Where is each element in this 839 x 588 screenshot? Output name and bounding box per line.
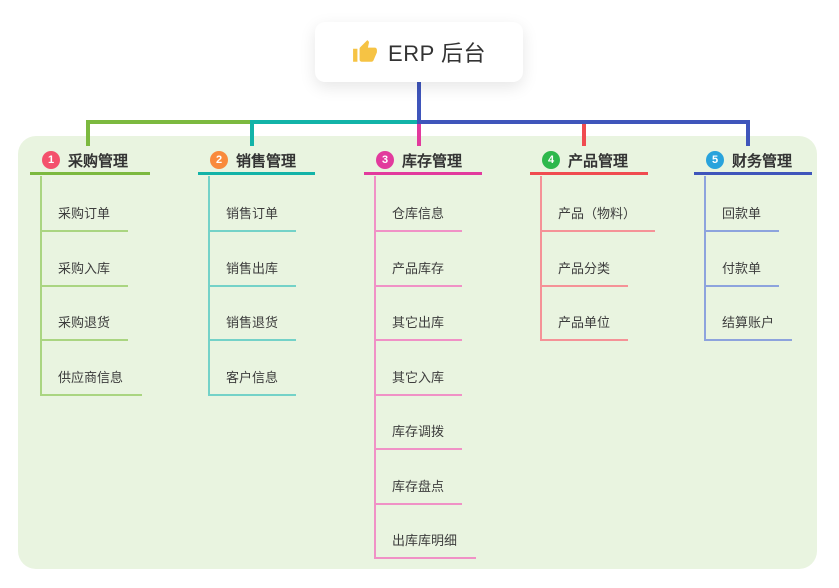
child-underline [208, 230, 296, 232]
child-node[interactable]: 销售退货 [226, 315, 279, 330]
child-underline [374, 448, 462, 450]
child-node[interactable]: 回款单 [722, 206, 762, 221]
child-underline [208, 394, 296, 396]
child-node[interactable]: 采购退货 [58, 315, 111, 330]
branch-badge: 2 [210, 151, 228, 169]
child-underline [374, 230, 462, 232]
child-underline [374, 503, 462, 505]
child-node[interactable]: 供应商信息 [58, 370, 124, 385]
branch-node-5[interactable]: 5 财务管理 [694, 148, 812, 175]
branch-label: 采购管理 [68, 152, 129, 170]
child-node[interactable]: 其它入库 [392, 370, 445, 385]
branch-spine [374, 176, 376, 559]
child-underline [374, 394, 462, 396]
branch-badge: 1 [42, 151, 60, 169]
child-node[interactable]: 产品库存 [392, 261, 445, 276]
branch-node-1[interactable]: 1 采购管理 [30, 148, 150, 175]
branches-panel [18, 136, 817, 569]
thumbs-up-icon [352, 39, 378, 65]
child-node[interactable]: 采购入库 [58, 261, 111, 276]
branch-label: 库存管理 [402, 152, 463, 170]
branch-label: 产品管理 [568, 152, 629, 170]
child-underline [540, 339, 628, 341]
child-node[interactable]: 产品单位 [558, 315, 611, 330]
child-underline [374, 339, 462, 341]
branch-node-2[interactable]: 2 销售管理 [198, 148, 315, 175]
child-node[interactable]: 付款单 [722, 261, 762, 276]
branch-badge: 5 [706, 151, 724, 169]
child-node[interactable]: 产品（物料） [558, 206, 637, 221]
branch-label: 财务管理 [732, 152, 793, 170]
child-node[interactable]: 客户信息 [226, 370, 279, 385]
child-node[interactable]: 库存盘点 [392, 479, 445, 494]
branch-node-3[interactable]: 3 库存管理 [364, 148, 482, 175]
branch-spine [704, 176, 706, 341]
child-node[interactable]: 仓库信息 [392, 206, 445, 221]
branch-spine [540, 176, 542, 341]
root-node[interactable]: ERP 后台 [315, 22, 523, 82]
child-underline [208, 285, 296, 287]
child-underline [704, 285, 779, 287]
child-node[interactable]: 出库库明细 [392, 533, 458, 548]
root-node-label: ERP 后台 [388, 41, 486, 66]
child-underline [40, 394, 142, 396]
child-node[interactable]: 结算账户 [722, 315, 775, 330]
child-underline [374, 557, 476, 559]
child-underline [40, 285, 128, 287]
child-underline [540, 285, 628, 287]
child-underline [374, 285, 462, 287]
child-node[interactable]: 库存调拨 [392, 424, 445, 439]
child-underline [208, 339, 296, 341]
child-underline [40, 339, 128, 341]
child-node[interactable]: 采购订单 [58, 206, 111, 221]
child-underline [540, 230, 655, 232]
branch-node-4[interactable]: 4 产品管理 [530, 148, 648, 175]
child-node[interactable]: 产品分类 [558, 261, 611, 276]
child-underline [40, 230, 128, 232]
branch-label: 销售管理 [236, 152, 297, 170]
child-underline [704, 230, 779, 232]
branch-badge: 3 [376, 151, 394, 169]
child-underline [704, 339, 792, 341]
child-node[interactable]: 销售出库 [226, 261, 279, 276]
child-node[interactable]: 销售订单 [226, 206, 279, 221]
child-node[interactable]: 其它出库 [392, 315, 445, 330]
branch-badge: 4 [542, 151, 560, 169]
